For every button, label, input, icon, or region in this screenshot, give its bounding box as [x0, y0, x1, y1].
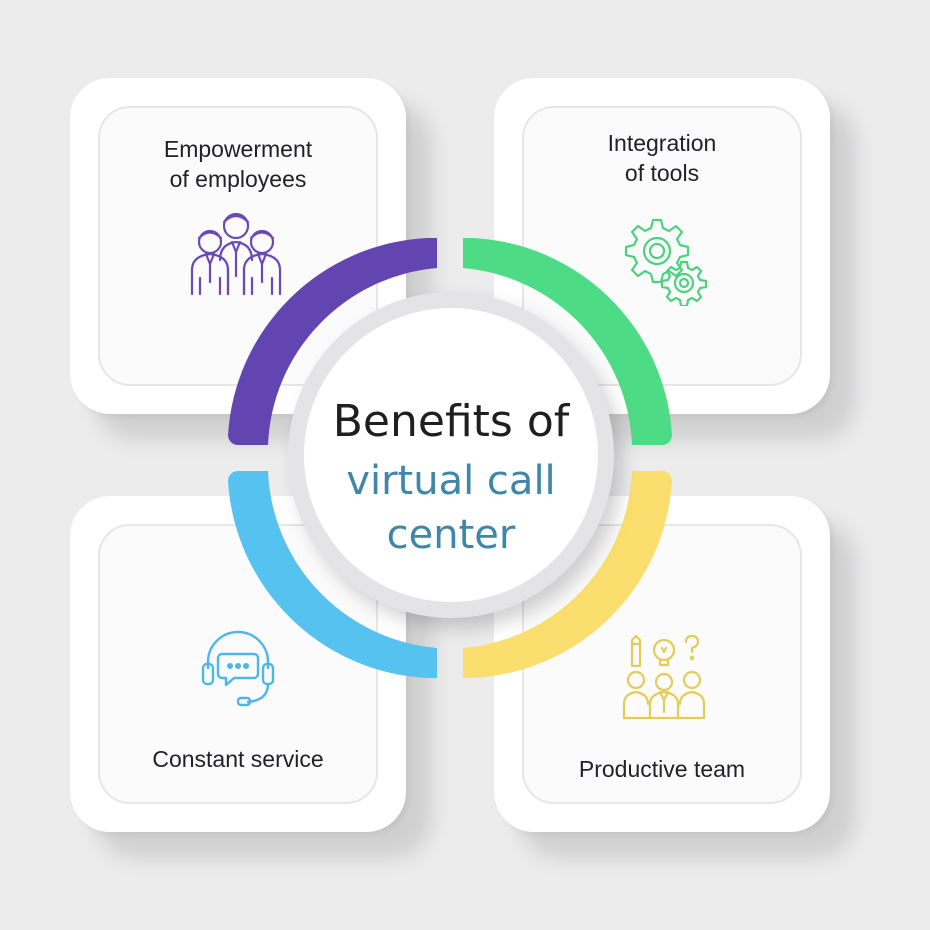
center-inner: Benefits of virtual call center: [304, 308, 598, 602]
employees-group-icon: [186, 206, 286, 303]
headset-chat-icon: [200, 628, 276, 713]
card-empowerment: Empowerment of employees: [70, 78, 406, 414]
card-label-integration: Integration of tools: [607, 130, 717, 186]
center-title-line1: Benefits of: [332, 396, 570, 447]
segment-top-right: [463, 238, 672, 445]
center-title-line2: virtual call center: [346, 458, 556, 558]
card-label-productive-team: Productive team: [578, 756, 746, 782]
segment-bottom-right: [463, 471, 672, 678]
segment-top-left: [228, 238, 437, 445]
card-constant-service: Constant service: [70, 496, 406, 832]
card-label-constant-service: Constant service: [152, 746, 324, 772]
team-ideas-icon: [622, 634, 706, 725]
card-label-empowerment: Empowerment of employees: [163, 136, 313, 192]
center-circle: Benefits of virtual call center: [288, 292, 614, 618]
gears-icon: [620, 216, 710, 311]
segment-bottom-left: [228, 471, 437, 678]
